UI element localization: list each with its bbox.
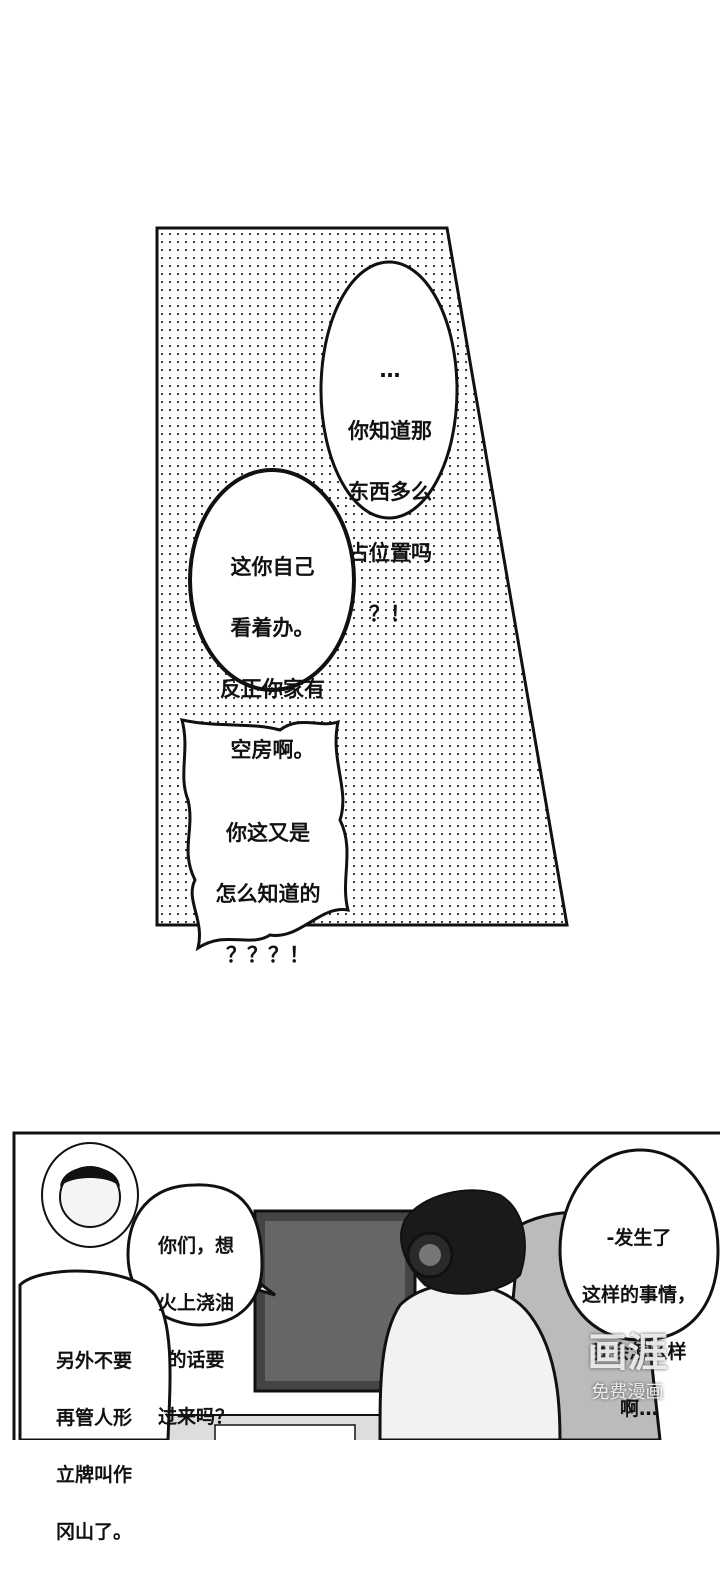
- speech-bubble-1: [319, 260, 459, 520]
- bubble-1-line: 你知道那: [348, 419, 432, 444]
- keyboard: [214, 1424, 356, 1440]
- bubble-right-line: -发生了: [606, 1226, 672, 1249]
- bubble-2-text: 这你自己 看着办。 反正你家有 空房啊。: [200, 522, 345, 796]
- bottom-panel: [12, 1131, 720, 1440]
- top-panel: [155, 226, 569, 952]
- bubble-left-line: 的话要: [167, 1348, 225, 1371]
- bubble-2-line: 空房啊。: [230, 738, 315, 763]
- bubble-left-text: 你们，想 火上浇油 的话要 过来吗？: [130, 1203, 262, 1460]
- bubble-right-text: -发生了 这样的事情， 我会怎么样 啊…: [560, 1195, 718, 1452]
- bubble-bottom-left-text: 另外不要 再管人形 立牌叫作 冈山了。: [24, 1318, 164, 1575]
- headphone-cup: [419, 1244, 441, 1266]
- bubble-3-text: 你这又是 怎么知道的 ？？？！: [198, 788, 338, 1001]
- watermark-subtitle: 免费漫画: [591, 1382, 664, 1403]
- watermark-logo: 画涯: [587, 1330, 668, 1376]
- bubble-2-line: 反正你家有: [220, 677, 325, 702]
- speech-bubble-right: [558, 1148, 720, 1342]
- bubble-left-line: 过来吗？: [157, 1405, 234, 1428]
- watermark: 画涯 免费漫画: [565, 1320, 690, 1404]
- bubble-left-line: 你们，想: [157, 1234, 234, 1257]
- bubble-3-line: 怎么知道的: [215, 882, 321, 907]
- bubble-1-line: 东西多么: [348, 480, 432, 505]
- bubble-3-line: ？？？！: [226, 943, 310, 968]
- bubble-bottom-left-line: 再管人形: [55, 1406, 132, 1429]
- bubble-1-text: … 你知道那 东西多么 占位置吗 ？！: [330, 325, 450, 660]
- bubble-bottom-left-line: 立牌叫作: [55, 1463, 132, 1486]
- bubble-2-line: 看着办。: [230, 616, 315, 641]
- bubble-right-line: 这样的事情，: [581, 1283, 696, 1306]
- bubble-1-line: 占位置吗: [348, 541, 432, 566]
- bubble-2-line: 这你自己: [230, 555, 315, 580]
- bubble-bottom-left-line: 冈山了。: [55, 1520, 132, 1543]
- bubble-left-line: 火上浇油: [157, 1291, 234, 1314]
- bubble-right-line: 我会怎么样: [591, 1340, 687, 1363]
- chibi-hair: [60, 1166, 120, 1187]
- bubble-3-line: 你这又是: [226, 821, 310, 846]
- bubble-right-line: 啊…: [619, 1397, 658, 1420]
- speech-bubble-2: [188, 468, 356, 692]
- bubble-1-line: …: [379, 358, 401, 383]
- monitor-screen: [265, 1221, 405, 1381]
- speech-bubble-3-jagged: [179, 718, 351, 952]
- bubble-bottom-left-line: 另外不要: [55, 1349, 132, 1372]
- bubble-1-line: ？！: [369, 601, 411, 626]
- speech-bubble-left: [126, 1183, 276, 1327]
- speech-bubble-bottom-left: [18, 1269, 172, 1440]
